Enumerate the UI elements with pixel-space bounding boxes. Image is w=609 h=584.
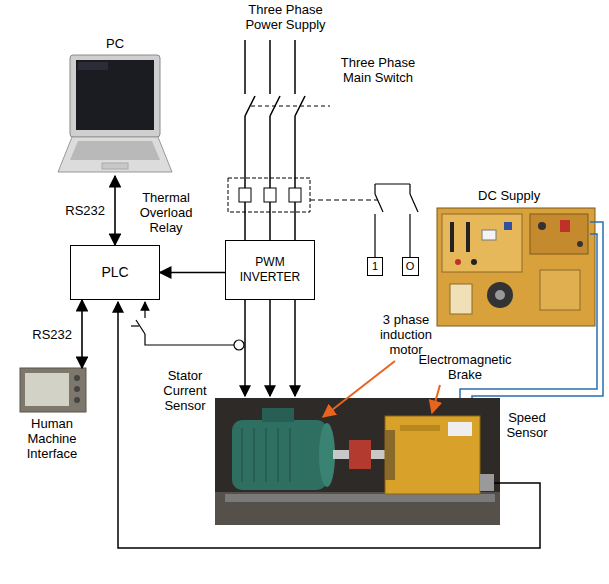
motor-brake-photo [215, 398, 500, 525]
pc-picture: PC [60, 36, 170, 176]
component-label: 3 phase induction motor [368, 312, 444, 357]
node-text: PC [106, 36, 124, 51]
connector-arrow [160, 272, 225, 274]
switch-position-box: O [402, 257, 419, 276]
three-phase-lines [245, 40, 305, 240]
hmi-picture: Human Machine Interface [10, 368, 94, 461]
port-label: RS232 [30, 327, 74, 342]
switch-operator [251, 106, 330, 107]
connector-arrow [81, 300, 83, 368]
motor-feed-lines [245, 300, 295, 396]
node-text: PWM INVERTER [226, 255, 314, 285]
leader-line [323, 361, 395, 417]
speed-feedback-wire [118, 302, 540, 548]
component-label: Three Phase Main Switch [333, 55, 423, 85]
component-label: Thermal Overload Relay [128, 190, 204, 235]
switch-position-box: 1 [367, 257, 383, 276]
node-text: 1 [372, 259, 378, 274]
dc-supply-picture [437, 208, 595, 326]
relay-contacts [375, 184, 418, 258]
component-label: Electromagnetic Brake [413, 352, 517, 382]
component-label: DC Supply [478, 188, 558, 203]
inverter-box: PWM INVERTER [225, 240, 315, 300]
current-sensor-wiring [131, 302, 244, 350]
node-text: Human Machine Interface [10, 416, 94, 461]
leader-line [432, 385, 440, 413]
component-label: Three Phase Power Supply [238, 2, 333, 32]
thermal-relay-symbol [228, 178, 378, 212]
port-label: RS232 [63, 203, 107, 218]
dc-supply-wires [460, 222, 603, 418]
connector-arrow [114, 176, 116, 245]
plc-box: PLC [70, 245, 160, 300]
node-text: O [406, 259, 415, 274]
component-label: Speed Sensor [498, 410, 556, 440]
component-label: Stator Current Sensor [156, 368, 214, 413]
hmi-picture [20, 368, 86, 412]
laptop-picture [58, 55, 172, 172]
node-text: PLC [101, 265, 128, 280]
